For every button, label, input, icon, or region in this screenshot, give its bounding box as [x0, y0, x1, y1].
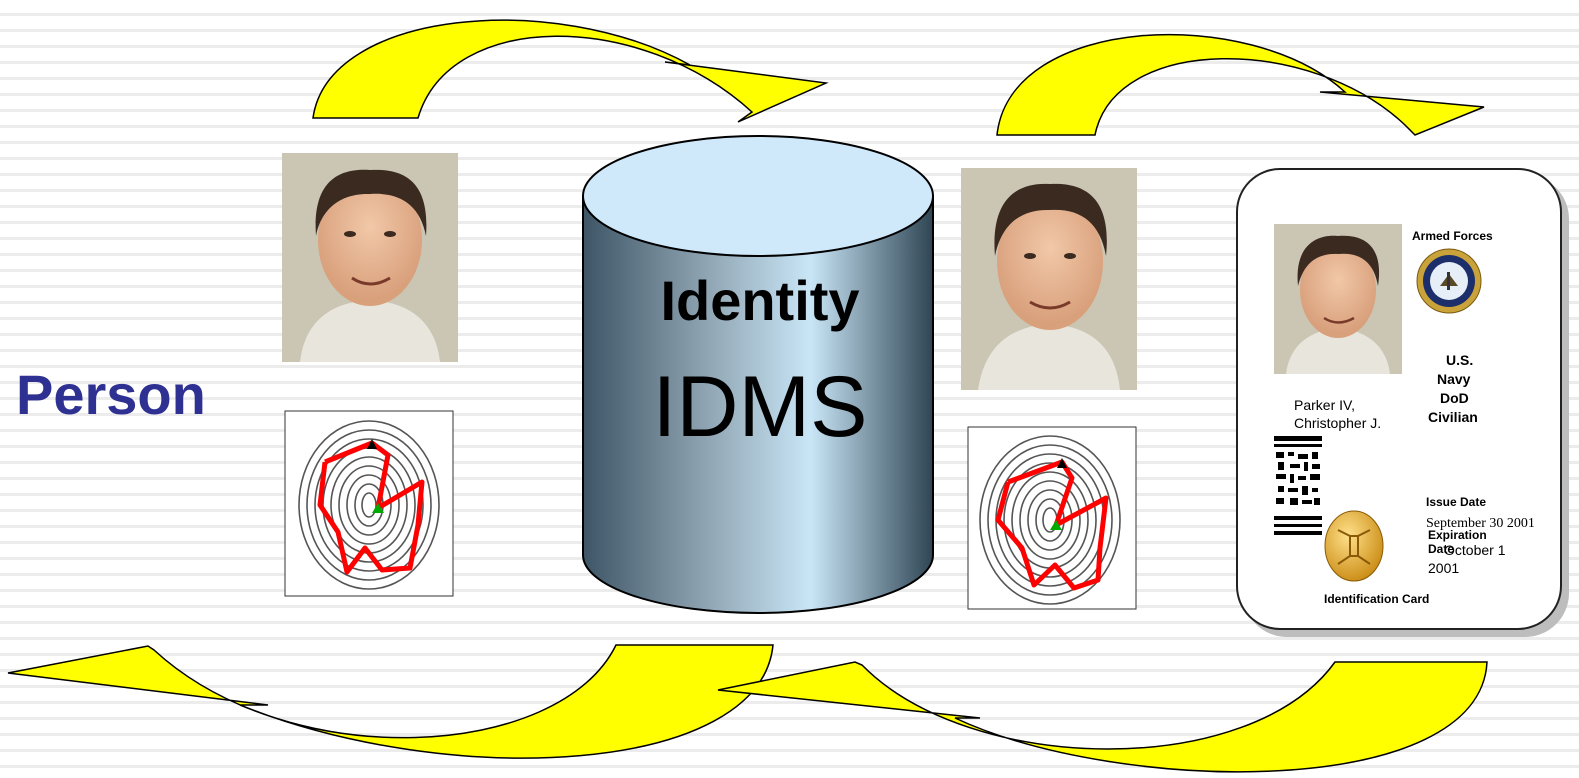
database-subtitle: IDMS	[652, 359, 868, 455]
person-label: Person	[16, 363, 206, 426]
face-photo-icon	[961, 168, 1137, 390]
arrow-top-right	[996, 33, 1485, 136]
card-header: Armed Forces	[1412, 229, 1493, 243]
database-cylinder	[582, 135, 934, 614]
card-expiration-value-line1: October 1	[1444, 542, 1506, 558]
card-photo-icon	[1274, 224, 1402, 374]
card-name-line1: Parker IV,	[1294, 397, 1355, 413]
fingerprint-minutiae-icon	[284, 410, 454, 597]
arrow-top-left	[312, 19, 829, 123]
card-footer: Identification Card	[1324, 592, 1430, 606]
card-issue-date-value: September 30 2001	[1426, 516, 1535, 531]
database-title: Identity	[660, 269, 860, 332]
face-photo-icon	[282, 153, 458, 362]
id-card: Armed Forces U.S. Navy DoD Civilian Park…	[1236, 168, 1562, 630]
card-name-line2: Christopher J.	[1294, 415, 1382, 431]
smart-card-chip-icon	[1324, 510, 1384, 582]
arrow-bottom-left	[7, 644, 774, 759]
card-branch-line1: U.S.	[1446, 352, 1474, 368]
card-affiliation-line1: DoD	[1440, 390, 1469, 406]
navy-seal-icon	[1416, 248, 1482, 314]
card-expiration-label-line1: Expiration	[1428, 528, 1487, 542]
arrow-bottom-middle	[717, 661, 1488, 773]
barcode-icon	[1274, 436, 1322, 535]
card-expiration-value-line2: 2001	[1428, 560, 1460, 576]
card-branch-line2: Navy	[1437, 371, 1471, 387]
card-issue-date-label: Issue Date	[1426, 495, 1487, 509]
fingerprint-minutiae-icon	[967, 426, 1137, 610]
card-affiliation-line2: Civilian	[1428, 409, 1478, 425]
card-expiration-label-line2: Date	[1428, 542, 1455, 556]
